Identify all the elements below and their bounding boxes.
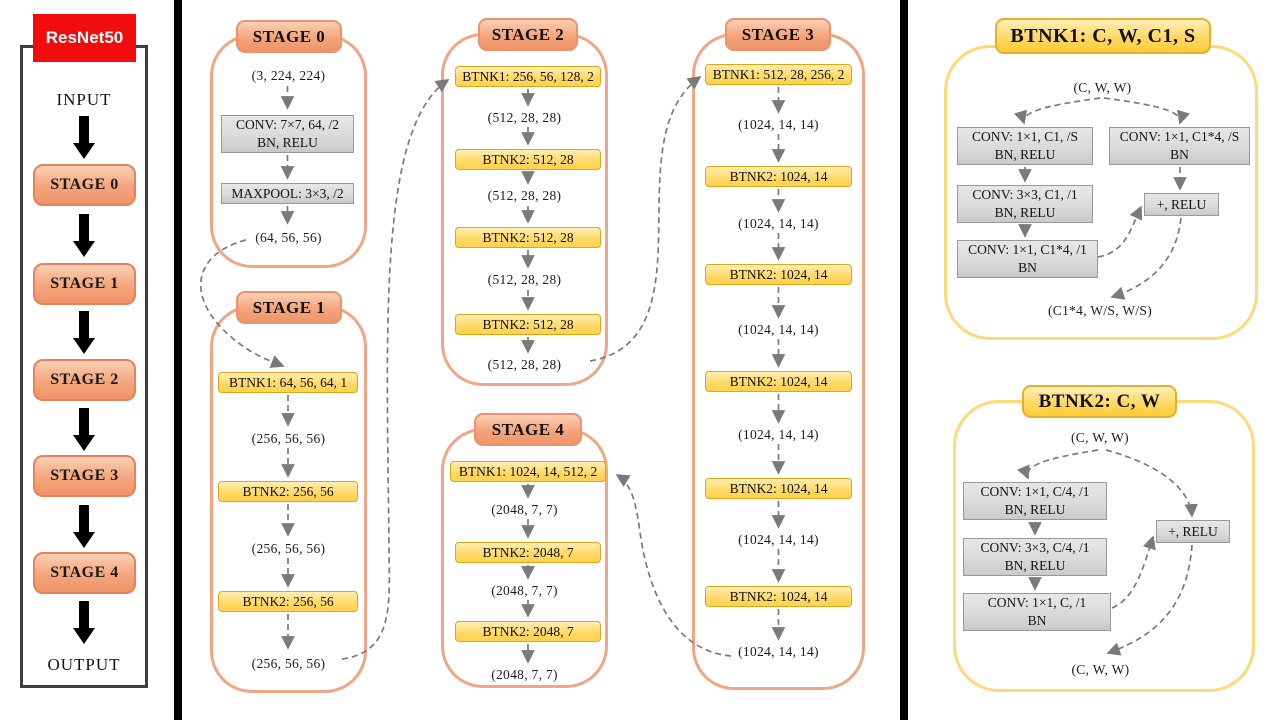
btnk2-box: BTNK2: 1024, 14 xyxy=(705,586,852,607)
stage4-header: STAGE 4 xyxy=(474,413,582,446)
overview-stage-2: STAGE 2 xyxy=(33,359,136,401)
btnk1-box: BTNK1: 64, 56, 64, 1 xyxy=(218,372,358,393)
output-label: OUTPUT xyxy=(47,655,121,674)
section-divider-right xyxy=(900,0,908,720)
btnk2-box: BTNK2: 2048, 7 xyxy=(455,621,601,642)
add-relu-box: +, RELU xyxy=(1144,193,1219,216)
conv-box-line: CONV: 1×1, C/4, /1 xyxy=(980,484,1090,499)
shape-label: (C, W, W) xyxy=(1071,430,1129,445)
btnk1-box: BTNK1: 512, 28, 256, 2 xyxy=(705,64,852,85)
add-relu-box: +, RELU xyxy=(1156,520,1230,543)
add-relu-line: +, RELU xyxy=(1156,196,1207,212)
btnk2-box: BTNK2: 1024, 14 xyxy=(705,478,852,499)
btnk2-box: BTNK2: 2048, 7 xyxy=(455,542,601,563)
shape-label: (2048, 7, 7) xyxy=(491,583,558,598)
conv-box-line: BN xyxy=(1018,260,1037,275)
shape-label: (2048, 7, 7) xyxy=(491,502,558,517)
conv-box-line: CONV: 1×1, C1*4, /S xyxy=(1119,129,1240,144)
conv-box-line: CONV: 7×7, 64, /2 xyxy=(236,117,339,132)
overview-stage-3: STAGE 3 xyxy=(33,455,136,497)
shape-label: (512, 28, 28) xyxy=(487,272,562,287)
conv-box-line: CONV: 3×3, C/4, /1 xyxy=(980,540,1090,555)
conv-box: CONV: 3×3, C1, /1 BN, RELU xyxy=(957,185,1093,223)
btnk2-box: BTNK2: 1024, 14 xyxy=(705,371,852,392)
btnk2-header: BTNK2: C, W xyxy=(1022,385,1177,418)
flow-arrow-icon xyxy=(73,505,95,548)
btnk1-box: BTNK1: 256, 56, 128, 2 xyxy=(455,66,601,87)
shape-label: (512, 28, 28) xyxy=(487,357,562,372)
btnk2-box: BTNK2: 1024, 14 xyxy=(705,166,852,187)
shape-label: (2048, 7, 7) xyxy=(491,667,558,682)
input-label: INPUT xyxy=(56,90,112,109)
flow-arrow-icon xyxy=(73,408,95,451)
conv-box-line: CONV: 1×1, C1*4, /1 xyxy=(968,242,1087,257)
conv-box: CONV: 1×1, C/4, /1 BN, RELU xyxy=(963,482,1107,520)
conv-box-line: BN xyxy=(1170,147,1189,162)
conv-box-line: CONV: 1×1, C1, /S xyxy=(971,129,1078,144)
btnk2-box: BTNK2: 256, 56 xyxy=(218,591,358,612)
shape-label: (256, 56, 56) xyxy=(251,431,326,446)
conv-box: CONV: 3×3, C/4, /1 BN, RELU xyxy=(963,538,1107,576)
flow-arrow-icon xyxy=(73,116,95,159)
conv-box-line: CONV: 1×1, C, /1 xyxy=(987,595,1087,610)
flow-arrow-icon xyxy=(73,214,95,257)
btnk2-box: BTNK2: 512, 28 xyxy=(455,227,601,248)
btnk2-box: BTNK2: 1024, 14 xyxy=(705,264,852,285)
shape-label: (3, 224, 224) xyxy=(251,68,326,83)
btnk2-box: BTNK2: 256, 56 xyxy=(218,481,358,502)
add-relu-line: +, RELU xyxy=(1168,523,1218,539)
shape-label: (1024, 14, 14) xyxy=(738,532,819,547)
conv-box-line: BN, RELU xyxy=(1004,502,1066,517)
shape-label: (1024, 14, 14) xyxy=(738,117,819,132)
shape-label: (1024, 14, 14) xyxy=(738,322,819,337)
flow-arrow-icon xyxy=(73,311,95,354)
btnk2-box: BTNK2: 512, 28 xyxy=(455,314,601,335)
shape-label: (C, W, W) xyxy=(1071,662,1130,677)
stage3-header: STAGE 3 xyxy=(725,18,831,51)
overview-stage-1: STAGE 1 xyxy=(33,263,136,305)
shape-label: (256, 56, 56) xyxy=(251,656,326,671)
section-divider-left xyxy=(174,0,182,720)
stage0-header: STAGE 0 xyxy=(236,20,342,53)
conv-box: CONV: 1×1, C, /1 BN xyxy=(963,593,1111,631)
conv-box-line: BN xyxy=(1027,613,1047,628)
btnk1-box: BTNK1: 1024, 14, 512, 2 xyxy=(450,461,606,482)
overview-stage-4: STAGE 4 xyxy=(33,552,136,594)
shape-label: (512, 28, 28) xyxy=(487,110,562,125)
conv-box-line: BN, RELU xyxy=(994,147,1056,162)
conv-box-line: BN, RELU xyxy=(994,205,1056,220)
conv-box-line: CONV: 3×3, C1, /1 xyxy=(972,187,1078,202)
conv-box: CONV: 1×1, C1*4, /1 BN xyxy=(957,240,1098,278)
conv-box: CONV: 1×1, C1*4, /S BN xyxy=(1109,127,1250,165)
conv-box: CONV: 1×1, C1, /S BN, RELU xyxy=(957,127,1093,165)
conv-box-line: BN, RELU xyxy=(257,135,318,150)
shape-label: (64, 56, 56) xyxy=(255,230,322,245)
overview-stage-0: STAGE 0 xyxy=(33,164,136,206)
shape-label: (C1*4, W/S, W/S) xyxy=(1047,303,1153,318)
btnk2-box: BTNK2: 512, 28 xyxy=(455,149,601,170)
btnk1-header: BTNK1: C, W, C1, S xyxy=(995,18,1211,54)
shape-label: (C, W, W) xyxy=(1073,80,1132,95)
conv-box: CONV: 7×7, 64, /2 BN, RELU xyxy=(221,115,354,153)
shape-label: (1024, 14, 14) xyxy=(738,644,819,659)
shape-label: (256, 56, 56) xyxy=(251,541,326,556)
conv-box-line: BN, RELU xyxy=(1004,558,1066,573)
flow-arrow-icon xyxy=(73,601,95,644)
maxpool-box-line: MAXPOOL: 3×3, /2 xyxy=(231,185,344,201)
stage2-header: STAGE 2 xyxy=(478,18,578,51)
diagram-title: ResNet50 xyxy=(33,14,136,62)
maxpool-box: MAXPOOL: 3×3, /2 xyxy=(221,183,354,204)
shape-label: (1024, 14, 14) xyxy=(738,216,819,231)
shape-label: (512, 28, 28) xyxy=(487,188,562,203)
stage1-header: STAGE 1 xyxy=(236,291,342,324)
shape-label: (1024, 14, 14) xyxy=(738,427,819,442)
